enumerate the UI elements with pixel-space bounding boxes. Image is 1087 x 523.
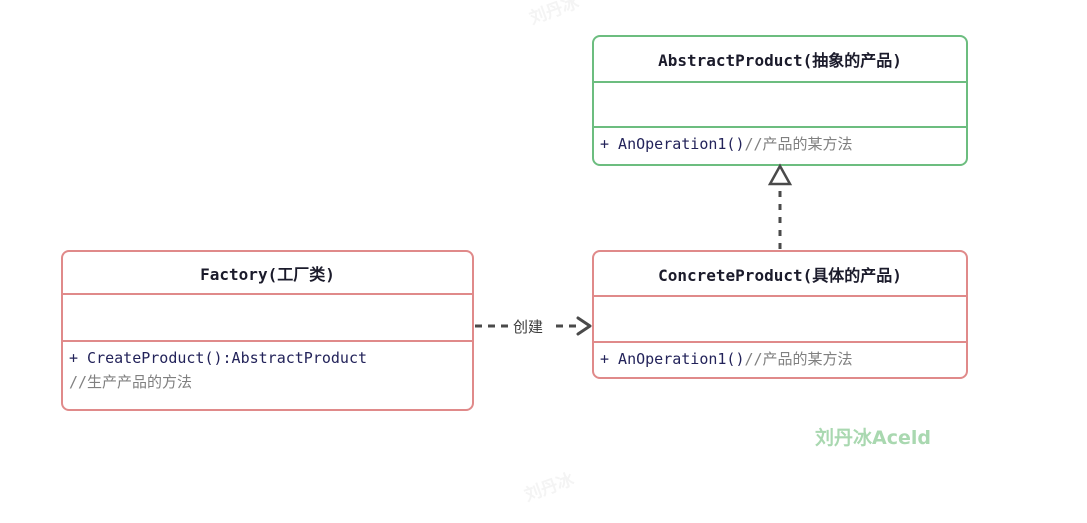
class-divider — [594, 81, 966, 83]
class-title-concrete-product: ConcreteProduct(具体的产品) — [658, 265, 902, 285]
watermark-author: 刘丹冰Aceld — [815, 427, 931, 449]
class-methods-factory: + CreateProduct():AbstractProduct //生产产品… — [63, 342, 472, 396]
method-signature: + AnOperation1() — [600, 135, 745, 153]
method-comment: //生产产品的方法 — [69, 373, 193, 391]
method-signature: + AnOperation1() — [600, 350, 745, 368]
class-methods-concrete-product: + AnOperation1()//产品的某方法 — [594, 343, 966, 373]
method-row: + AnOperation1()//产品的某方法 — [600, 132, 960, 156]
watermark-faint-bottom: 刘丹冰 — [521, 469, 577, 506]
class-divider — [63, 340, 472, 342]
method-row: + AnOperation1()//产品的某方法 — [600, 347, 960, 371]
class-attributes-concrete-product — [594, 297, 966, 341]
class-attributes-factory — [63, 295, 472, 340]
class-attributes-abstract-product — [594, 83, 966, 126]
method-comment-row: //生产产品的方法 — [69, 370, 466, 394]
class-methods-abstract-product: + AnOperation1()//产品的某方法 — [594, 128, 966, 158]
open-arrowhead — [576, 316, 592, 336]
method-comment: //产品的某方法 — [744, 135, 853, 153]
method-signature: + CreateProduct():AbstractProduct — [69, 349, 368, 367]
class-divider — [594, 341, 966, 343]
class-box-abstract-product[interactable]: AbstractProduct(抽象的产品) + AnOperation1()/… — [592, 35, 968, 166]
watermark-faint-top: 刘丹冰 — [526, 0, 582, 29]
connector-realization — [767, 163, 793, 249]
class-divider — [594, 295, 966, 297]
connector-label-create: 创建 — [512, 316, 545, 337]
class-divider — [594, 126, 966, 128]
method-row: + CreateProduct():AbstractProduct — [69, 346, 466, 370]
class-title-abstract-product: AbstractProduct(抽象的产品) — [658, 51, 902, 70]
class-title-factory: Factory(工厂类) — [200, 264, 335, 284]
class-box-concrete-product[interactable]: ConcreteProduct(具体的产品) + AnOperation1()/… — [592, 250, 968, 379]
class-box-factory[interactable]: Factory(工厂类) + CreateProduct():AbstractP… — [61, 250, 474, 411]
method-comment: //产品的某方法 — [744, 350, 853, 368]
hollow-triangle-arrowhead — [767, 163, 793, 186]
class-divider — [63, 293, 472, 295]
